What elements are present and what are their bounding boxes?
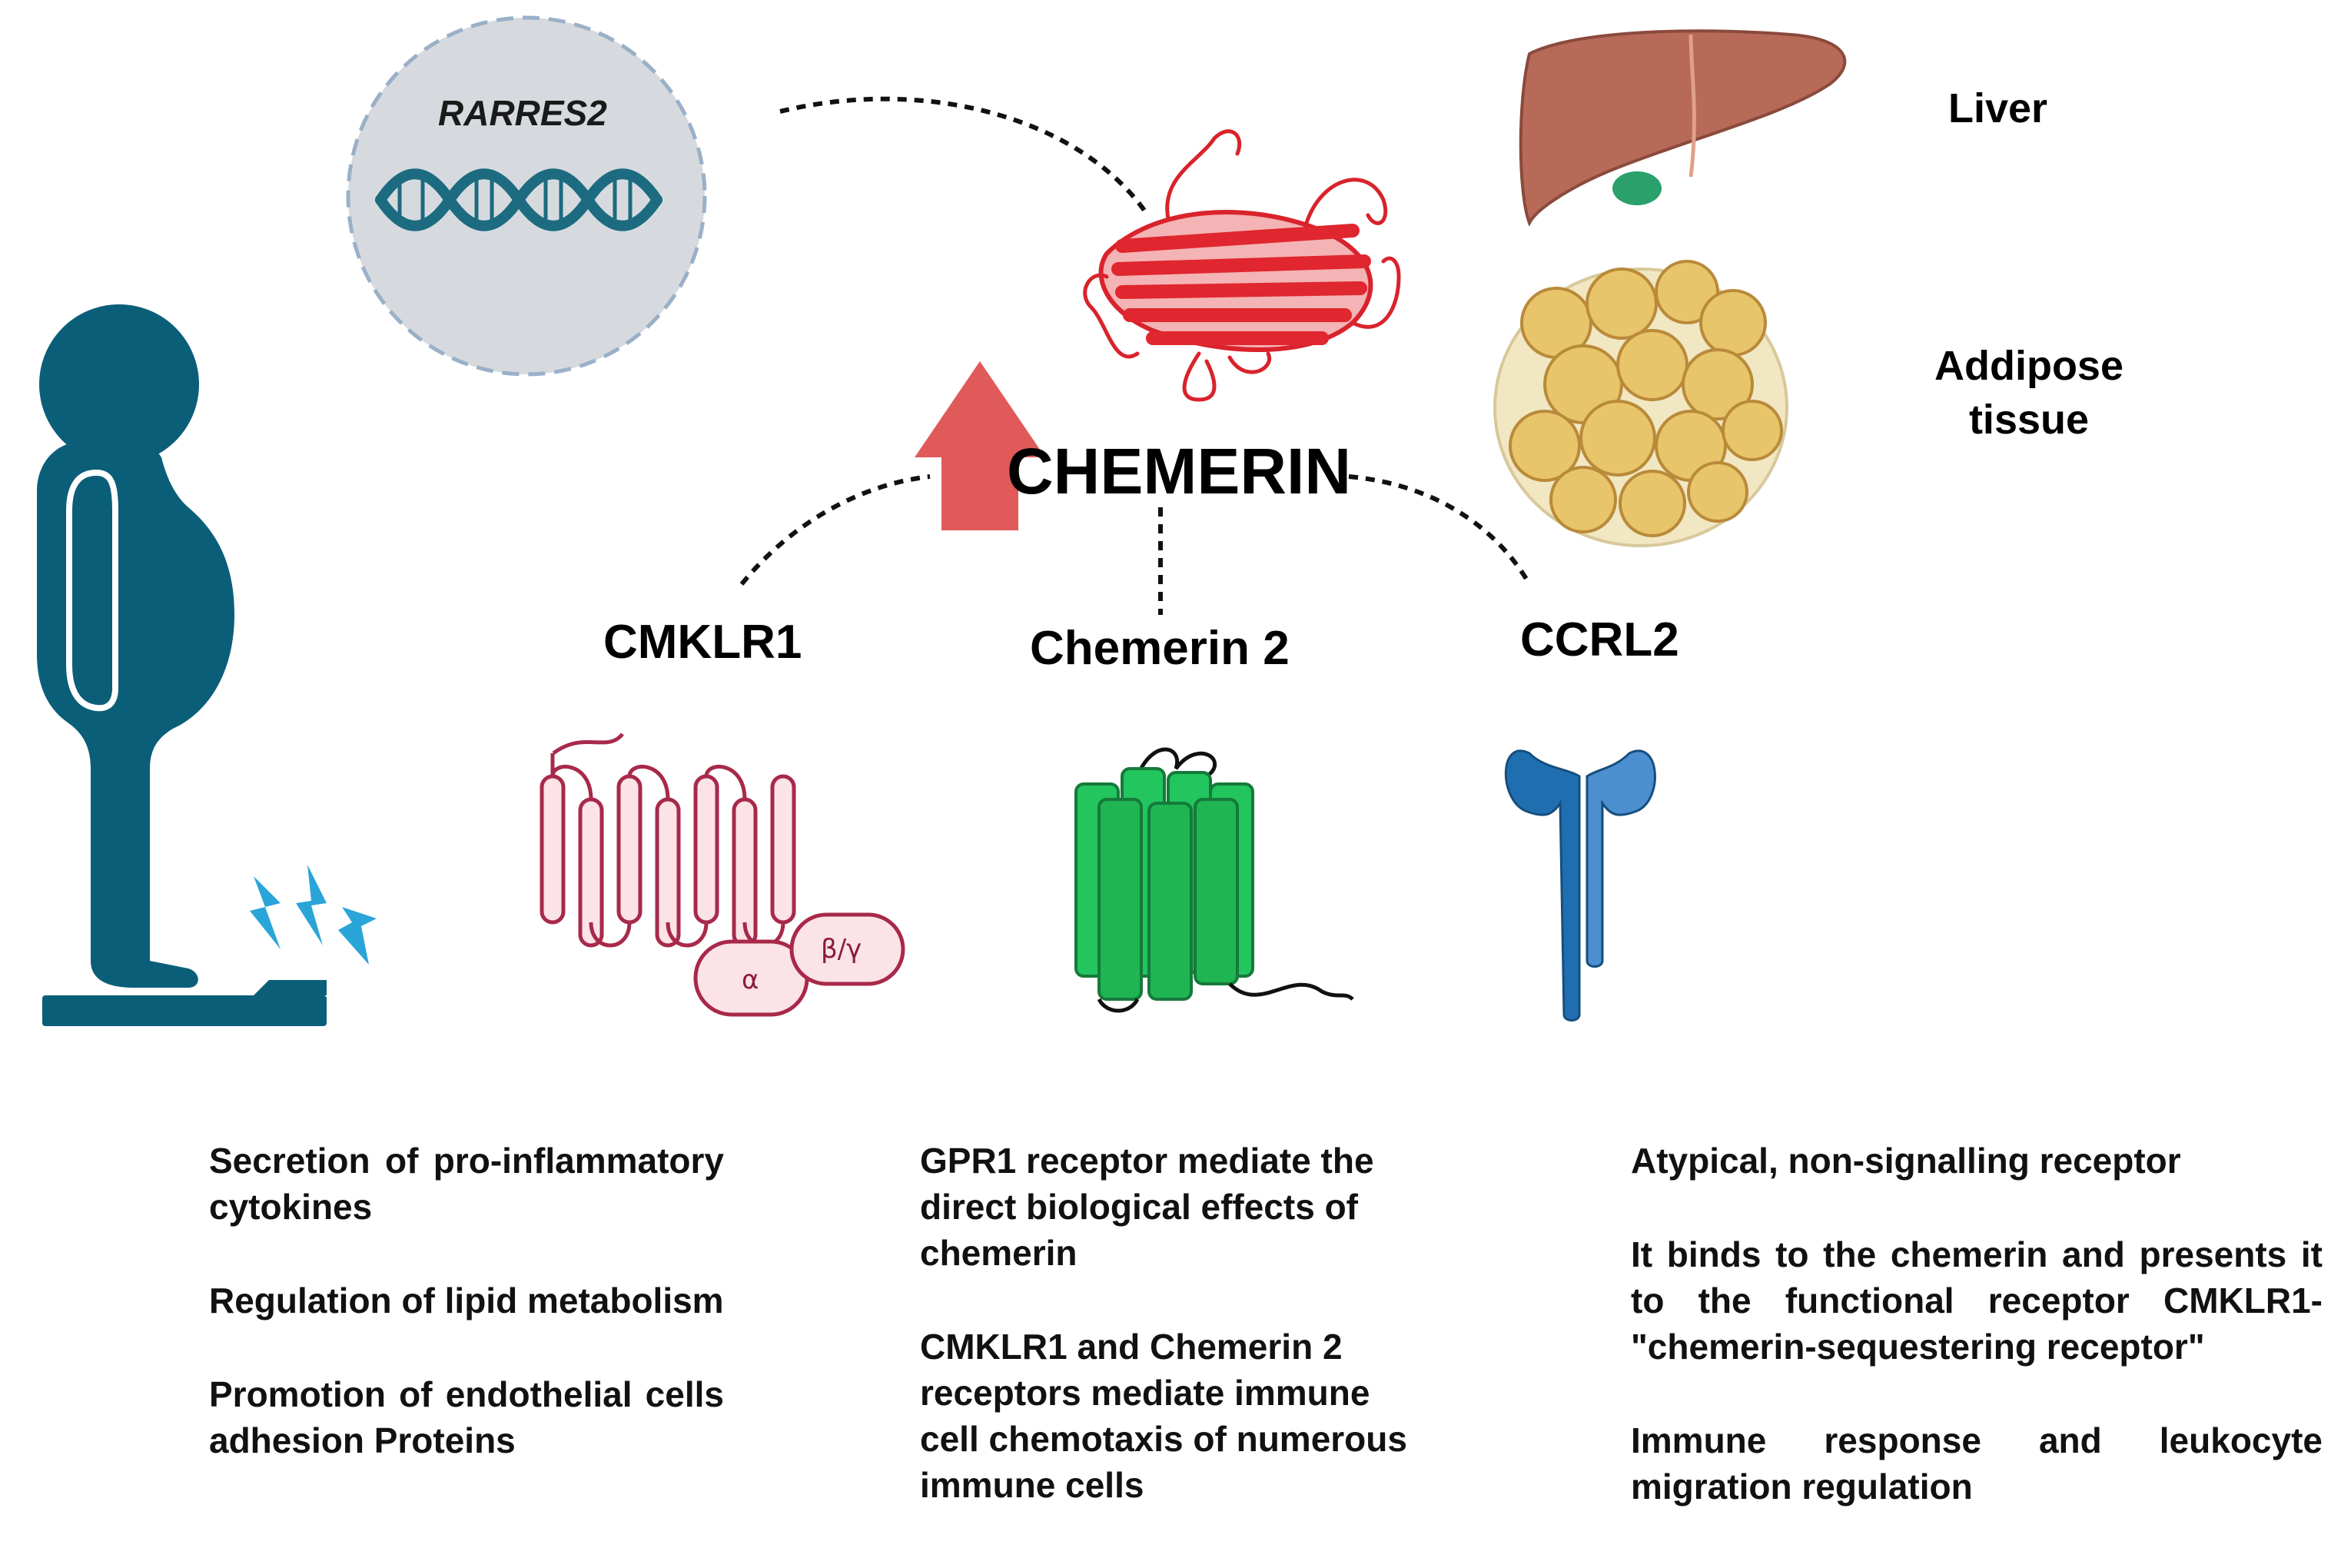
increase-arrow-icon	[915, 361, 1045, 530]
ccrl2-effect-3: Immune response and leukocyte migration …	[1631, 1420, 2323, 1507]
ccrl2-description: Atypical, non-signalling receptor It bin…	[1631, 1138, 2323, 1510]
chemerin2-receptor-icon	[1074, 747, 1354, 1013]
cmklr1-label: CMKLR1	[603, 616, 802, 669]
cmklr1-receptor-icon	[540, 733, 905, 1017]
cmklr1-effect-1: Secretion of pro-inflammatory cytokines	[209, 1141, 724, 1227]
liver-icon	[1519, 29, 1847, 227]
ccrl2-effect-2: It binds to the chemerin and presents it…	[1631, 1234, 2323, 1367]
ccrl2-label: CCRL2	[1520, 613, 1679, 666]
ccrl2-effect-1: Atypical, non-signalling receptor	[1631, 1141, 2181, 1181]
adipose-label-line1: Addipose	[1934, 343, 2123, 389]
dna-icon	[375, 168, 662, 231]
g-betagamma-label: β/γ	[821, 934, 862, 965]
chemerin-title: CHEMERIN	[1007, 435, 1352, 507]
chemerin-protein-icon	[1083, 129, 1401, 402]
cmklr1-effect-3: Promotion of endothelial cells adhesion …	[209, 1374, 724, 1460]
dotted-connectors	[739, 96, 1532, 615]
chemerin2-effect-2: CMKLR1 and Chemerin 2 receptors mediate …	[920, 1327, 1407, 1505]
chemerin2-description: GPR1 receptor mediate the direct biologi…	[920, 1138, 1420, 1508]
chemerin2-effect-1: GPR1 receptor mediate the direct biologi…	[920, 1141, 1374, 1273]
dna-rungs	[397, 177, 633, 223]
lightning-icon	[250, 865, 377, 965]
liver-label: Liver	[1948, 85, 2048, 131]
adipose-label-line2: tissue	[1968, 397, 2090, 443]
cmklr1-effect-2: Regulation of lipid metabolism	[209, 1281, 724, 1321]
chemerin2-label: Chemerin 2	[1030, 622, 1290, 675]
ccrl2-receptor-icon	[1504, 749, 1656, 1022]
gene-label: RARRES2	[438, 93, 607, 133]
cmklr1-description: Secretion of pro-inflammatory cytokines …	[209, 1138, 724, 1463]
obese-person-icon	[37, 304, 327, 1026]
adipose-tissue-icon	[1493, 260, 1788, 547]
g-alpha-label: α	[742, 965, 759, 995]
